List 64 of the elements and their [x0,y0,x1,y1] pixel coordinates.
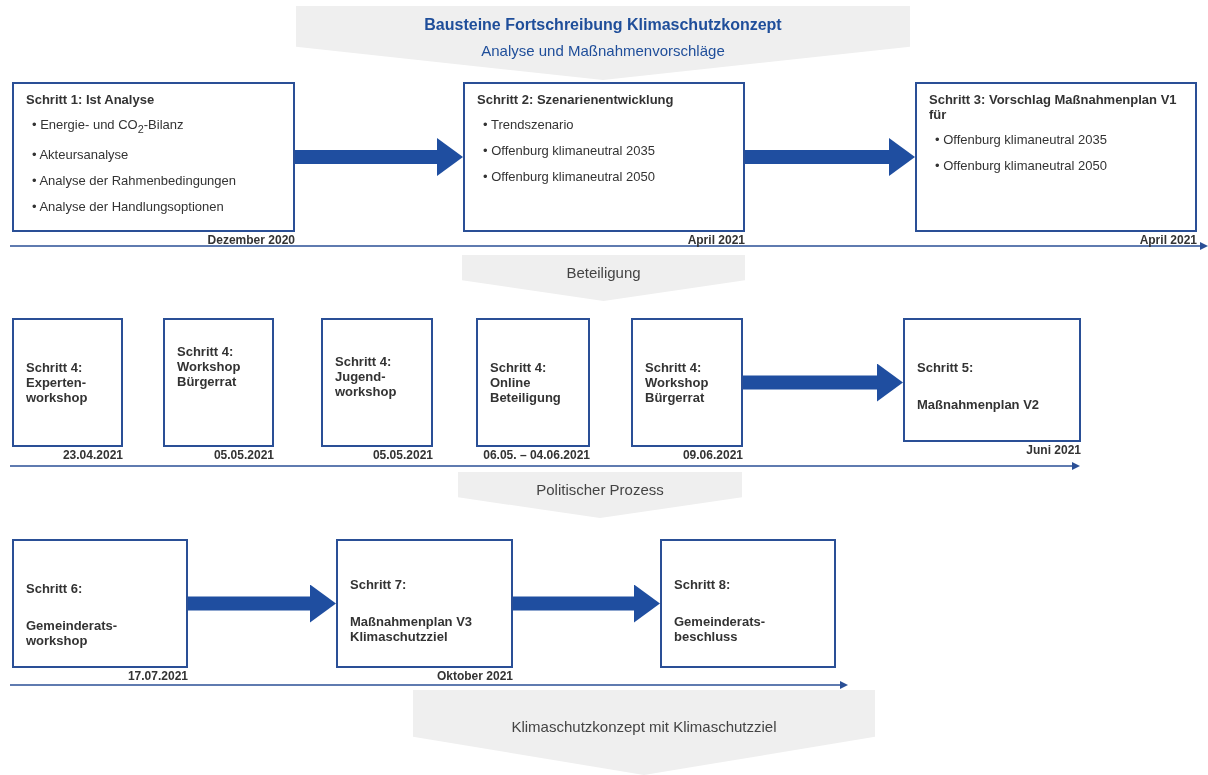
step-box [336,539,513,668]
step-box [12,318,123,447]
step-box [321,318,433,447]
chevron-banner [413,690,875,775]
step-text: Workshop Bürgerrat [177,359,242,389]
step-text: Online Beteiligung [490,375,562,405]
date-label: 05.05.2021 [372,448,433,462]
step-heading: Schritt 7: [350,577,408,592]
step-heading: Schritt 4: [26,360,84,375]
step-box [463,82,745,232]
banner-text: Klimaschutzkonzept mit Klimaschutzziel [511,718,777,735]
step-heading: Schritt 4: [335,354,393,369]
date-label: 05.05.2021 [213,448,274,462]
arrow [188,584,336,623]
step-box [12,82,295,232]
step-text: Gemeinderats- beschluss [674,614,767,644]
step-text: Maßnahmenplan V2 [917,397,1041,412]
step-heading: Schritt 2: Szenarienentwicklung [477,92,675,107]
arrow [745,138,915,176]
step-heading: Schritt 8: [674,577,732,592]
bullet-item: • Offenburg klimaneutral 2050 [935,158,1108,174]
banner-text: Beteiligung [566,264,641,281]
step-heading: Schritt 1: Ist Analyse [26,92,156,107]
step-text: Workshop Bürgerrat [645,375,710,405]
date-label: 09.06.2021 [682,448,743,462]
step-heading: Schritt 4: [490,360,548,375]
step-box [660,539,836,668]
date-label: April 2021 [687,233,745,247]
step-box [12,539,188,668]
step-text: Maßnahmenplan V3 Klimaschutzziel [350,614,474,644]
heading: Bausteine Fortschreibung Klimaschutzkonzept [424,16,782,34]
date-label: Dezember 2020 [207,233,295,247]
bullet-item: • Offenburg klimaneutral 2035 [935,132,1108,148]
step-text: Gemeinderats- workshop [26,618,119,648]
bullet-item: • Offenburg klimaneutral 2035 [483,143,656,159]
step-text: Experten- workshop [26,375,89,405]
step-box [476,318,590,447]
date-label: Oktober 2021 [436,669,513,683]
step-box [915,82,1197,232]
date-label: 17.07.2021 [127,669,188,683]
arrow [513,584,660,623]
date-label: 23.04.2021 [62,448,123,462]
step-heading: Schritt 4: [645,360,703,375]
step-text: Jugend- workshop [335,369,398,399]
bullet-item: • Energie- und CO$_{2}$-Bilanz [32,117,185,137]
bullet-item: • Akteursanalyse [32,146,130,163]
bullet-item: • Offenburg klimaneutral 2050 [483,169,656,185]
step-box [631,318,743,447]
step-heading: Schritt 4: [177,344,235,359]
step-box [903,318,1081,442]
banner-text: Politischer Prozess [536,481,664,498]
arrow [743,363,903,402]
date-label: 06.05. – 04.06.2021 [483,448,590,462]
bullet-item: • Analyse der Handlungsoptionen [32,198,225,215]
date-label: Juni 2021 [1026,443,1081,457]
step-heading: Schritt 5: [917,360,975,375]
bullet-item: • Analyse der Rahmenbedingungen [32,172,238,189]
date-label: April 2021 [1139,233,1197,247]
step-heading: Schritt 3: Vorschlag Maßnahmenplan V1 für [929,92,1178,122]
arrow [295,138,463,176]
step-box [163,318,274,447]
bullet-item: • Trendszenario [483,117,575,133]
banner-text: Analyse und Maßnahmenvorschläge [481,42,725,59]
step-heading: Schritt 6: [26,581,84,596]
